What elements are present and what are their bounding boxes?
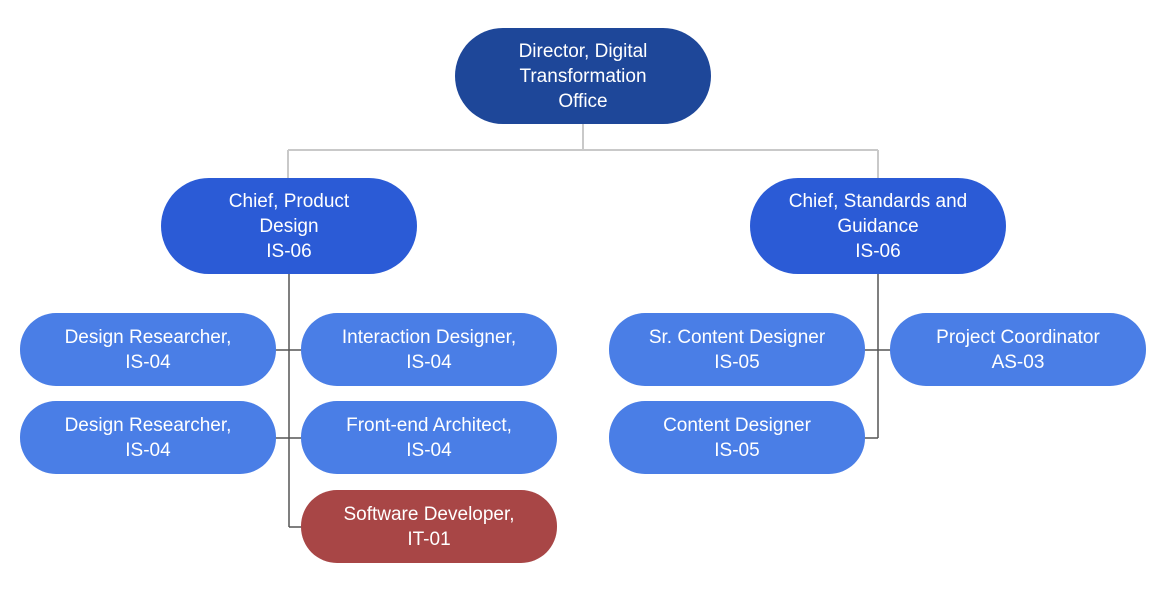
content-designer-node[interactable]: Content Designer IS-05	[609, 401, 865, 474]
interaction-designer-node[interactable]: Interaction Designer, IS-04	[301, 313, 557, 386]
design-researcher-label-1: Design Researcher, IS-04	[64, 326, 232, 373]
content-designer-label: Content Designer IS-05	[663, 414, 811, 461]
connector-standards-branch	[864, 272, 891, 439]
connector-director-to-chiefs	[287, 124, 879, 178]
design-researcher-node-1[interactable]: Design Researcher, IS-04	[20, 313, 276, 386]
chief-product-design-node[interactable]: Chief, Product Design IS-06	[161, 178, 417, 274]
front-end-architect-node[interactable]: Front-end Architect, IS-04	[301, 401, 557, 474]
project-coordinator-label: Project Coordinator AS-03	[936, 326, 1100, 373]
design-researcher-label-2: Design Researcher, IS-04	[64, 414, 232, 461]
chief-standards-guidance-label: Chief, Standards and Guidance IS-06	[788, 190, 968, 262]
chief-standards-guidance-node[interactable]: Chief, Standards and Guidance IS-06	[750, 178, 1006, 274]
interaction-designer-label: Interaction Designer, IS-04	[341, 326, 517, 373]
director-label: Director, Digital Transformation Office	[518, 40, 648, 112]
design-researcher-node-2[interactable]: Design Researcher, IS-04	[20, 401, 276, 474]
sr-content-designer-node[interactable]: Sr. Content Designer IS-05	[609, 313, 865, 386]
software-developer-node[interactable]: Software Developer, IT-01	[301, 490, 557, 563]
connector-product-design-branch	[274, 272, 302, 528]
sr-content-designer-label: Sr. Content Designer IS-05	[648, 326, 826, 373]
director-node[interactable]: Director, Digital Transformation Office	[455, 28, 711, 124]
project-coordinator-node[interactable]: Project Coordinator AS-03	[890, 313, 1146, 386]
chief-product-design-label: Chief, Product Design IS-06	[228, 190, 350, 262]
software-developer-label: Software Developer, IT-01	[343, 503, 515, 550]
front-end-architect-label: Front-end Architect, IS-04	[346, 414, 512, 461]
